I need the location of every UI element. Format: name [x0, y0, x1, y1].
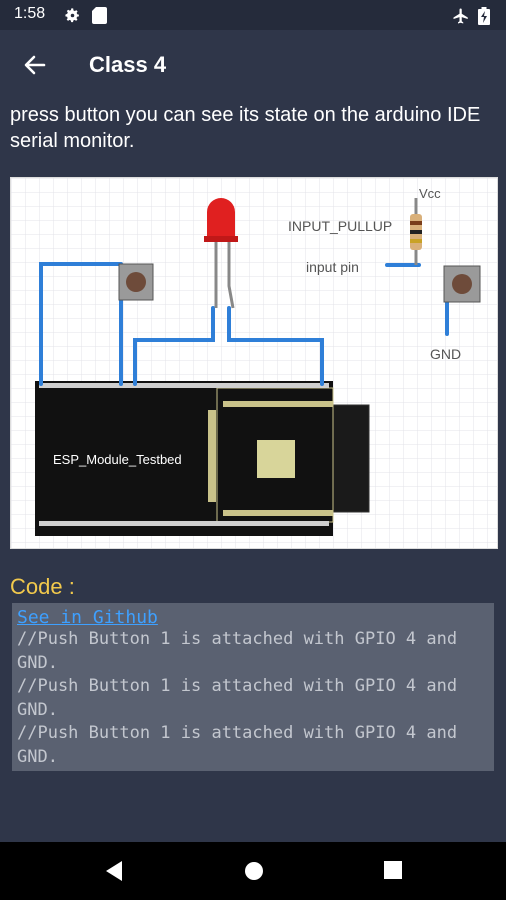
gnd-label: GND	[430, 346, 461, 362]
push-button-2-graphic	[443, 265, 481, 303]
battery-icon	[478, 7, 490, 30]
code-block: See in Github //Push Button 1 is attache…	[12, 603, 494, 771]
circuit-diagram: Vcc INPUT_PULLUP input pin GND ESP_Modul…	[10, 177, 498, 549]
led-graphic	[204, 198, 238, 309]
triangle-back-icon	[104, 861, 124, 886]
sd-card-icon	[92, 7, 107, 29]
vcc-label: Vcc	[419, 186, 441, 201]
system-nav-bar	[0, 842, 506, 900]
nav-home-button[interactable]	[243, 860, 265, 887]
page-title: Class 4	[89, 52, 167, 77]
input-pin-label: input pin	[306, 259, 359, 275]
back-button[interactable]	[18, 48, 52, 82]
code-line: //Push Button 1 is attached with GPIO 4 …	[17, 629, 468, 673]
code-line: //Push Button 1 is attached with GPIO 4 …	[17, 723, 468, 767]
status-time: 1:58	[14, 5, 46, 22]
lesson-description: press button you can see its state on th…	[10, 104, 481, 152]
airplane-mode-icon	[452, 7, 470, 30]
code-heading: Code :	[10, 574, 75, 599]
arrow-left-icon	[18, 55, 52, 86]
nav-recents-button[interactable]	[383, 860, 403, 885]
input-pullup-label: INPUT_PULLUP	[288, 218, 392, 234]
board-label: ESP_Module_Testbed	[53, 452, 182, 467]
square-recents-icon	[383, 861, 403, 884]
circle-home-icon	[243, 862, 265, 886]
github-link[interactable]: See in Github	[17, 607, 158, 628]
code-line: //Push Button 1 is attached with GPIO 4 …	[17, 676, 468, 720]
push-button-1-graphic	[118, 263, 154, 301]
resistor-graphic	[410, 198, 422, 265]
settings-gear-icon	[64, 7, 81, 29]
status-bar: 1:58	[0, 0, 506, 30]
esp-board-graphic	[35, 381, 370, 536]
app-bar: Class 4	[0, 30, 506, 100]
nav-back-button[interactable]	[104, 860, 124, 887]
